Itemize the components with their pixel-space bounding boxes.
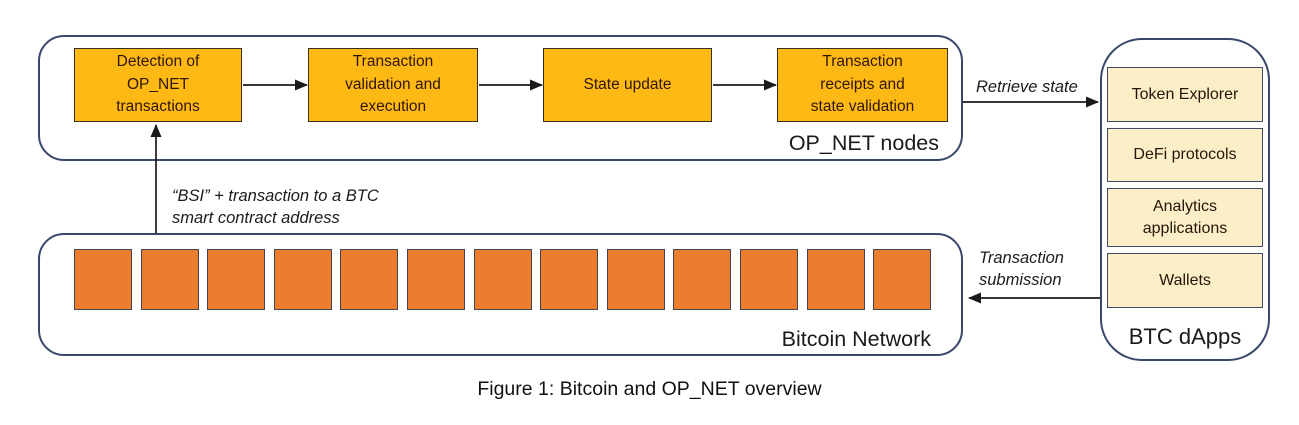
flow-box-detection: Detection of OP_NET transactions	[74, 48, 242, 122]
bitcoin-block	[74, 249, 132, 310]
dapp-box-token-explorer: Token Explorer	[1107, 67, 1263, 122]
op-net-nodes-label: OP_NET nodes	[788, 131, 939, 155]
bitcoin-block	[207, 249, 266, 310]
figure-caption: Figure 1: Bitcoin and OP_NET overview	[477, 378, 822, 400]
bitcoin-block	[540, 249, 599, 310]
dapp-box-defi-protocols: DeFi protocols	[1107, 128, 1263, 182]
dapp-box-analytics-applications: Analytics applications	[1107, 188, 1263, 247]
flow-box-receipts-validation: Transaction receipts and state validatio…	[777, 48, 948, 122]
bitcoin-block	[673, 249, 732, 310]
bitcoin-block	[473, 249, 532, 310]
retrieve-state-label: Retrieve state	[976, 78, 1078, 96]
flow-box-state-update: State update	[543, 48, 712, 122]
bitcoin-block	[273, 249, 332, 310]
bitcoin-block	[406, 249, 465, 310]
flow-box-validation-execution: Transaction validation and execution	[308, 48, 478, 122]
bitcoin-block	[140, 249, 199, 310]
bitcoin-network-label: Bitcoin Network	[781, 327, 931, 351]
bitcoin-block	[873, 249, 932, 310]
op-net-nodes-container: Detection of OP_NET transactions Transac…	[38, 35, 963, 161]
btc-dapps-container: Token Explorer DeFi protocols Analytics …	[1100, 38, 1270, 361]
dapp-box-wallets: Wallets	[1107, 253, 1263, 308]
bitcoin-blocks	[74, 249, 932, 310]
bitcoin-block	[606, 249, 665, 310]
btc-dapps-label: BTC dApps	[1128, 324, 1242, 349]
transaction-submission-label: Transaction submission	[979, 249, 1064, 289]
bitcoin-block	[806, 249, 865, 310]
bitcoin-block	[739, 249, 798, 310]
bitcoin-network-container: Bitcoin Network	[38, 233, 963, 356]
bsi-annotation-label: “BSI” + transaction to a BTC smart contr…	[172, 187, 379, 227]
bitcoin-block	[340, 249, 399, 310]
